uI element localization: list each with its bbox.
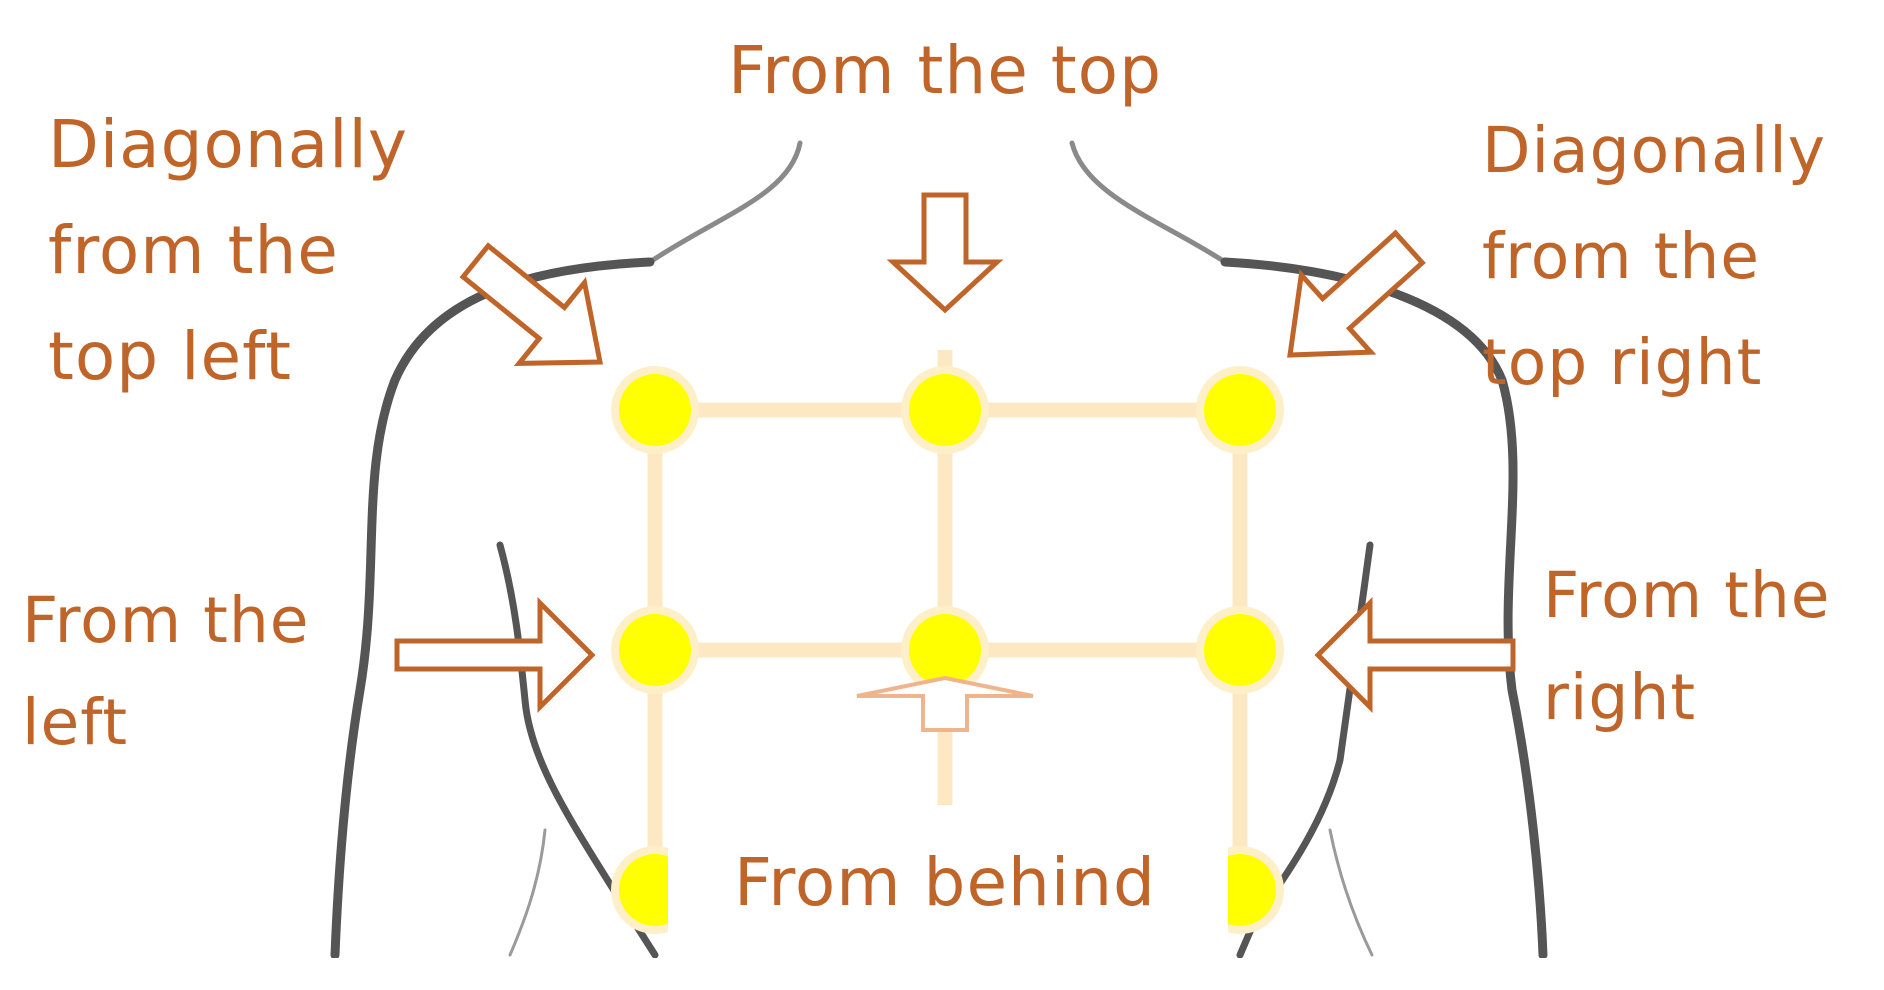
left-waist-detail <box>508 828 547 957</box>
label-from-top: From the top <box>728 32 1162 109</box>
contact-point-icon <box>611 606 699 694</box>
direction-arrows <box>394 192 1516 732</box>
neck-left-line <box>647 140 803 265</box>
arrow-from-behind <box>856 675 1034 732</box>
arrow-from-top <box>886 192 1004 314</box>
hollow-arrow-icon <box>1287 229 1426 358</box>
hollow-arrow-icon <box>1314 596 1516 714</box>
label-from-behind: From behind <box>734 844 1156 921</box>
label-diagonal-top-left: Diagonally from the top left <box>48 106 408 395</box>
contact-points <box>611 366 1284 934</box>
hollow-arrow-icon <box>459 242 604 366</box>
bottom-margin <box>0 958 1884 986</box>
label-from-right: From the right <box>1543 559 1831 734</box>
arrow-from-top-right <box>1287 229 1426 358</box>
contact-point-icon <box>901 366 989 454</box>
contact-point-icon <box>901 606 989 694</box>
contact-point-icon <box>1196 606 1284 694</box>
neck-right-line <box>1069 140 1228 265</box>
arrow-from-top-left <box>459 242 604 366</box>
arrow-from-right <box>1314 596 1516 714</box>
label-from-left: From the left <box>22 584 310 759</box>
contact-point-icon <box>1196 366 1284 454</box>
right-waist-detail <box>1328 828 1374 957</box>
hollow-arrow-icon <box>394 596 596 714</box>
label-diagonal-top-right: Diagonally from the top right <box>1482 114 1826 399</box>
hollow-arrow-icon <box>856 675 1034 732</box>
hollow-arrow-icon <box>886 192 1004 314</box>
arrow-from-left <box>394 596 596 714</box>
contact-point-icon <box>611 366 699 454</box>
left-chest-contour <box>496 541 659 959</box>
